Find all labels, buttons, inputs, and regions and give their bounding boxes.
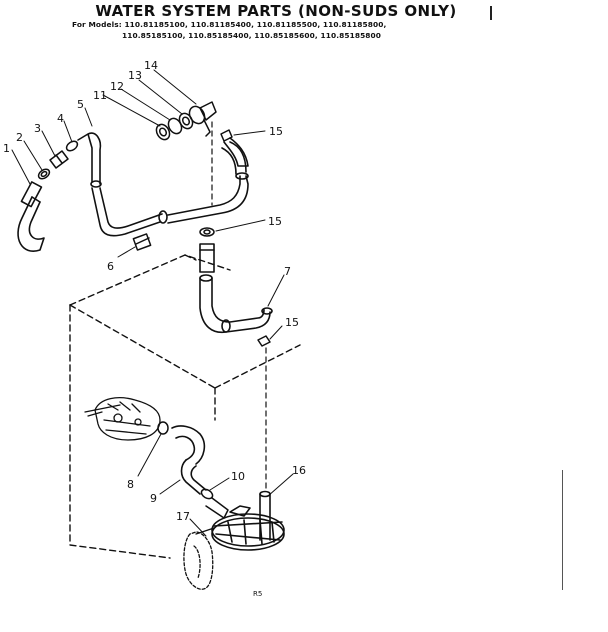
hose-segment-middle [199,243,215,273]
clamp-part-15-lower [257,335,271,347]
pump-housing [84,397,161,441]
fitting-part-6 [132,233,152,251]
leader-lines [11,69,294,537]
callout-2: 2 [16,131,23,144]
connector-part-2 [37,168,51,180]
washer-cabinet-outline [69,254,301,559]
valve-fitting-part-14 [188,101,217,137]
hose-part-5 [77,132,249,237]
callout-9: 9 [150,492,157,505]
clamp-part-8 [157,421,169,435]
clamp-part-15-middle [199,227,215,237]
model-list-line-1: For Models: 110.81185100, 110.81185400, … [72,20,387,29]
sump-base [211,505,285,551]
callout-8: 8 [127,478,134,491]
page-code: R5 [253,590,262,598]
hose-part-1 [17,181,45,252]
callout-15-upper: 15 [269,125,283,138]
callout-7: 7 [284,265,291,278]
model-list-line-2: 110.85185100, 110.85185400, 110.85185600… [122,31,382,40]
callout-10: 10 [231,470,245,483]
scan-edge-mark-bottom [562,470,563,590]
callout-1: 1 [3,142,10,155]
clamp-part-15-upper [220,129,233,142]
connector-part-3 [49,150,69,169]
callout-12: 12 [110,80,124,93]
clamp-part-4 [65,140,79,152]
hose-part-9 [171,425,207,495]
callout-6: 6 [107,260,114,273]
callout-11: 11 [93,89,107,102]
callout-14: 14 [144,59,158,72]
callout-15-lower: 15 [285,316,299,329]
callout-13: 13 [128,69,142,82]
callout-4: 4 [57,112,64,125]
hose-segment-upper-right [223,137,249,167]
scan-edge-mark-top [490,6,492,20]
hose-part-7 [199,274,273,334]
page-title: WATER SYSTEM PARTS (NON-SUDS ONLY) [95,2,457,20]
callout-3: 3 [34,122,41,135]
coupling-part-10 [200,488,229,519]
pump-part-17 [183,527,215,590]
callout-16: 16 [292,464,306,477]
callout-15-middle: 15 [268,215,282,228]
callout-5: 5 [77,98,84,111]
washer-part-11 [155,123,171,141]
callout-17: 17 [176,510,190,523]
